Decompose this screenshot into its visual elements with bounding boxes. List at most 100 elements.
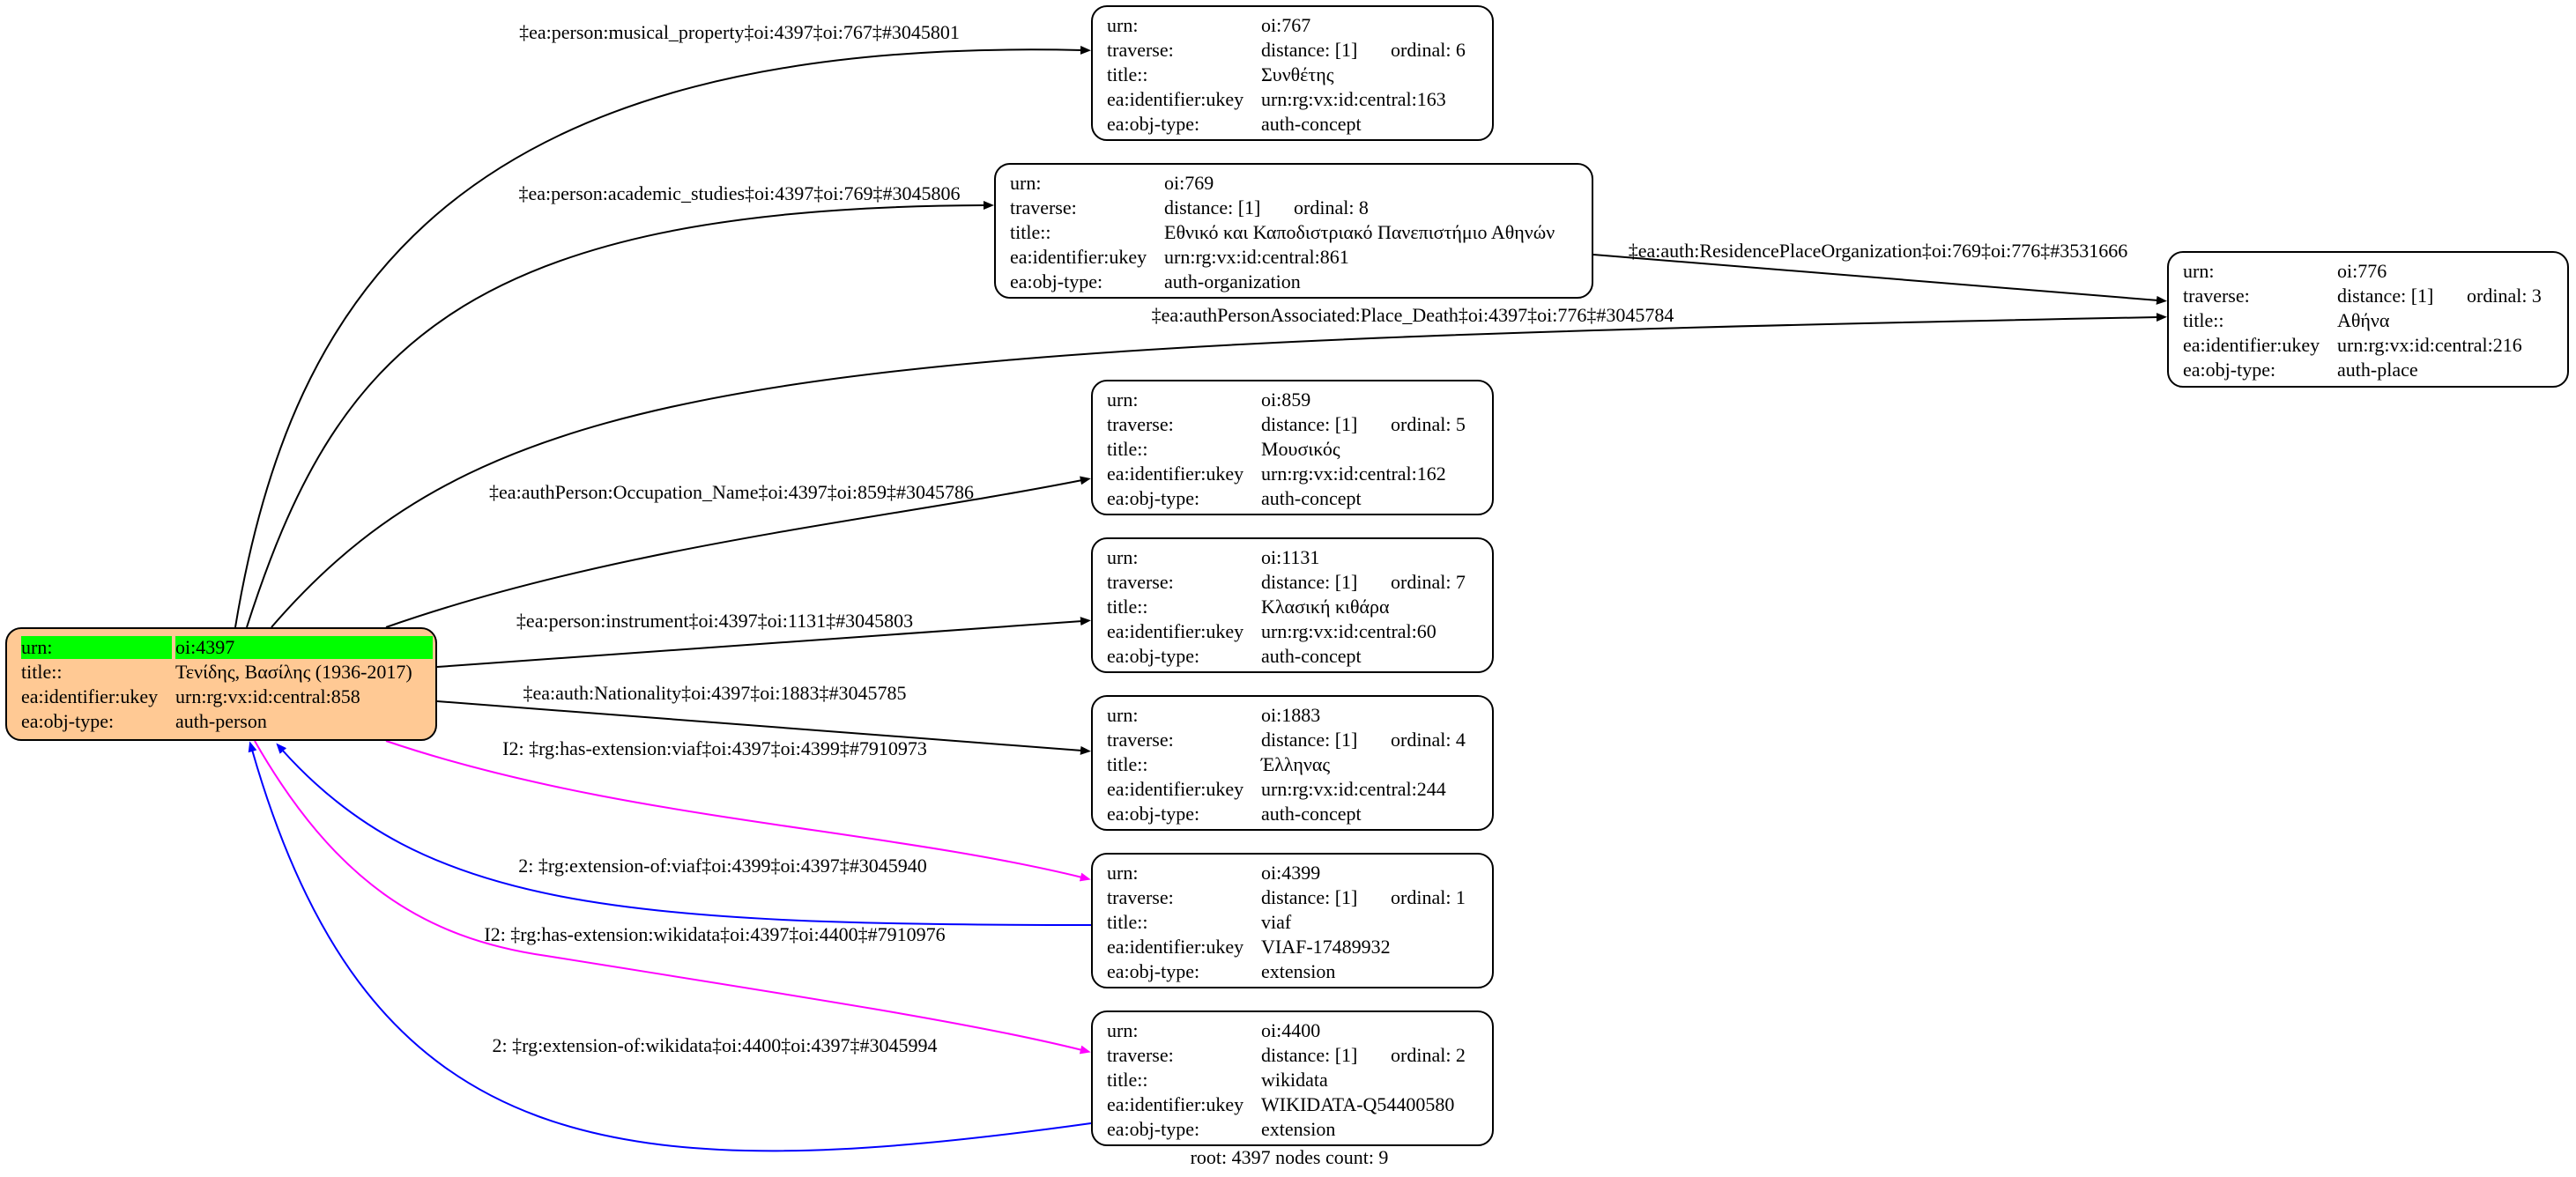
node-row-value: oi:4400 xyxy=(1261,1019,1321,1041)
node-row-value: urn:rg:vx:id:central:244 xyxy=(1261,778,1446,800)
node-row-label: traverse: xyxy=(2183,285,2250,307)
node-row-label: traverse: xyxy=(1107,729,1174,751)
node-row-label: ea:obj-type: xyxy=(21,710,115,732)
node-row-label: title:: xyxy=(1107,1069,1148,1091)
edge-label: I2: ‡rg:has-extension:wikidata‡oi:4397‡o… xyxy=(484,923,946,945)
node-row-label: title:: xyxy=(1107,63,1148,85)
node-row-label: title:: xyxy=(1107,596,1148,618)
node-row-label: ea:obj-type: xyxy=(1107,645,1200,667)
edge-label: ‡ea:person:instrument‡oi:4397‡oi:1131‡#3… xyxy=(516,610,914,632)
node-row-label: ea:obj-type: xyxy=(1107,1118,1200,1140)
node-row-value: urn:rg:vx:id:central:861 xyxy=(1164,246,1349,268)
node-row-value: Εθνικό και Καποδιστριακό Πανεπιστήμιο Αθ… xyxy=(1164,221,1555,243)
node-row-value: urn:rg:vx:id:central:60 xyxy=(1261,620,1436,642)
node-row-value: oi:769 xyxy=(1164,172,1214,194)
node-row-label: urn: xyxy=(1107,389,1139,411)
node-row-label: traverse: xyxy=(1107,886,1174,908)
node-row-value: wikidata xyxy=(1261,1069,1328,1091)
edge-oi-4397-to-oi-1131 xyxy=(436,617,1091,668)
graph-footer: root: 4397 nodes count: 9 xyxy=(1190,1146,1389,1168)
node-row-label: traverse: xyxy=(1107,413,1174,435)
node-row-value: oi:1883 xyxy=(1261,704,1321,726)
node-row-value: distance: [1] xyxy=(1261,413,1358,435)
node-row-value: extension xyxy=(1261,960,1336,982)
node-row-value: oi:1131 xyxy=(1261,546,1320,568)
edge-oi-4397-to-oi-4400 xyxy=(254,740,1091,1055)
node-row-value: auth-organization xyxy=(1164,270,1301,292)
node-row-value: distance: [1] xyxy=(1261,1044,1358,1066)
edge-label: 2: ‡rg:extension-of:wikidata‡oi:4400‡oi:… xyxy=(492,1034,938,1056)
node-row-label: traverse: xyxy=(1107,1044,1174,1066)
node-row-label: title:: xyxy=(1010,221,1051,243)
node-row-value: Έλληνας xyxy=(1261,753,1331,775)
node-row-value: extension xyxy=(1261,1118,1336,1140)
node-row-value: oi:767 xyxy=(1261,14,1311,36)
node-row-label: ea:identifier:ukey xyxy=(1107,1093,1244,1115)
node-row-label: ea:identifier:ukey xyxy=(21,685,159,707)
edge-oi-4397-to-oi-1883 xyxy=(436,700,1091,755)
node-row-label: ea:identifier:ukey xyxy=(2183,334,2320,356)
node-row-label: traverse: xyxy=(1107,39,1174,61)
node-row-ordinal: ordinal: 6 xyxy=(1391,39,1466,61)
node-row-label: traverse: xyxy=(1010,196,1077,218)
node-row-label: ea:identifier:ukey xyxy=(1107,778,1244,800)
edge-label: ‡ea:person:academic_studies‡oi:4397‡oi:7… xyxy=(518,182,961,204)
node-row-value: VIAF-17489932 xyxy=(1261,936,1391,958)
node-row-value: distance: [1] xyxy=(1261,571,1358,593)
node-row-value: Τενίδης, Βασίλης (1936-2017) xyxy=(175,661,412,683)
node-row-value: urn:rg:vx:id:central:858 xyxy=(175,685,360,707)
edge-label: ‡ea:authPersonAssociated:Place_Death‡oi:… xyxy=(1151,304,1674,326)
node-row-label: ea:identifier:ukey xyxy=(1107,936,1244,958)
node-row-ordinal: ordinal: 4 xyxy=(1391,729,1466,751)
node-row-label: urn: xyxy=(1107,1019,1139,1041)
node-row-label: ea:obj-type: xyxy=(1010,270,1103,292)
node-row-label: ea:obj-type: xyxy=(1107,487,1200,509)
node-row-label: title:: xyxy=(2183,309,2224,331)
node-row-ordinal: ordinal: 3 xyxy=(2467,285,2542,307)
edge-oi-4399-to-oi-4397 xyxy=(276,743,1092,926)
node-row-ordinal: ordinal: 1 xyxy=(1391,886,1466,908)
node-row-value: distance: [1] xyxy=(1261,729,1358,751)
edge-oi-4397-to-oi-859 xyxy=(385,476,1091,628)
node-oi-1883[interactable]: urn: oi:1883 traverse: distance: [1] ordinal… xyxy=(1091,695,1494,831)
node-row-value: distance: [1] xyxy=(1261,886,1358,908)
node-row-value: Συνθέτης xyxy=(1261,63,1334,85)
node-row-label: ea:identifier:ukey xyxy=(1107,88,1244,110)
node-row-label: title:: xyxy=(21,661,63,683)
node-row-value: oi:776 xyxy=(2337,260,2387,282)
node-row-value: urn:rg:vx:id:central:216 xyxy=(2337,334,2522,356)
node-row-label: urn: xyxy=(1107,862,1139,884)
edge-oi-4397-to-oi-4399 xyxy=(385,740,1091,882)
node-row-label: title:: xyxy=(1107,753,1148,775)
edge-label: ‡ea:auth:ResidencePlaceOrganization‡oi:7… xyxy=(1628,240,2128,262)
node-row-label: title:: xyxy=(1107,438,1148,460)
edge-oi-4397-to-oi-769 xyxy=(246,201,994,628)
edge-label: ‡ea:authPerson:Occupation_Name‡oi:4397‡o… xyxy=(489,481,974,503)
node-row-value: oi:859 xyxy=(1261,389,1311,411)
node-row-label: ea:obj-type: xyxy=(1107,113,1200,135)
node-row-label: urn: xyxy=(1107,546,1139,568)
node-row-label: urn: xyxy=(1107,704,1139,726)
node-row-label: urn: xyxy=(1107,14,1139,36)
node-row-value: auth-place xyxy=(2337,359,2418,381)
edge-label: 2: ‡rg:extension-of:viaf‡oi:4399‡oi:4397… xyxy=(518,855,927,877)
node-row-value: oi:4397 xyxy=(175,636,433,659)
node-row-value: urn:rg:vx:id:central:163 xyxy=(1261,88,1446,110)
node-row-label: urn: xyxy=(2183,260,2215,282)
node-row-label: ea:obj-type: xyxy=(1107,960,1200,982)
node-row-value: Κλασική κιθάρα xyxy=(1261,596,1390,618)
node-row-value: viaf xyxy=(1261,911,1292,933)
node-row-label: ea:obj-type: xyxy=(2183,359,2276,381)
node-row-value: urn:rg:vx:id:central:162 xyxy=(1261,463,1446,485)
edge-oi-4400-to-oi-4397 xyxy=(248,741,1092,1152)
node-row-label: urn: xyxy=(1010,172,1042,194)
